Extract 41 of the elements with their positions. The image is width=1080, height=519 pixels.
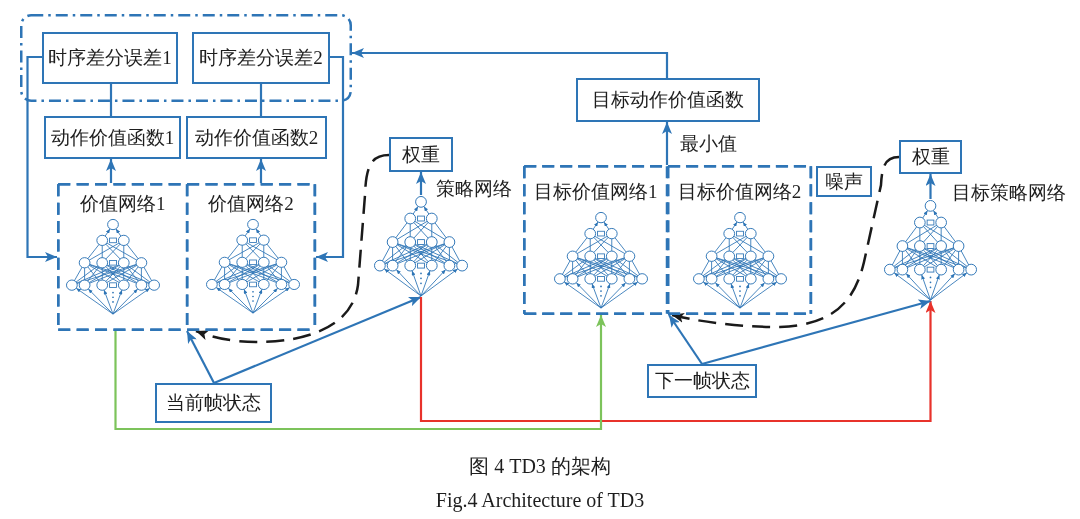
connector-line <box>259 84 263 116</box>
dashed-arrow <box>671 155 900 329</box>
panel-title: 价值网络1 <box>79 192 166 216</box>
process-box: 权重 <box>389 137 453 172</box>
arrow <box>925 174 936 199</box>
dashed-panel <box>666 165 812 315</box>
arrow <box>416 172 426 195</box>
arrow <box>662 122 672 165</box>
connector-line <box>109 84 113 116</box>
dash-dot-frame <box>20 14 352 102</box>
process-box: 动作价值函数1 <box>44 116 181 159</box>
dashed-panel <box>523 165 669 315</box>
process-box: 下一帧状态 <box>647 364 757 398</box>
arrow <box>186 330 215 384</box>
dashed-panel <box>185 183 316 331</box>
process-box: 权重 <box>899 140 962 174</box>
panel-title: 目标价值网络1 <box>533 180 658 204</box>
arrow <box>256 159 266 183</box>
panel-title: 价值网络2 <box>208 192 294 216</box>
process-box: 动作价值函数2 <box>186 116 327 159</box>
figure-caption: 图 4 TD3 的架构 <box>469 454 611 479</box>
arrow <box>26 55 57 262</box>
figure-caption: Fig.4 Architecture of TD3 <box>435 488 645 513</box>
arrow <box>106 159 116 183</box>
process-box: 目标动作价值函数 <box>576 78 760 122</box>
arrow <box>352 48 669 78</box>
arrow <box>419 297 936 423</box>
dashed-arrow <box>195 153 390 344</box>
panel-title: 目标价值网络2 <box>677 180 802 204</box>
arrow <box>701 299 931 366</box>
network-label: 策略网络 <box>436 177 512 201</box>
arrow <box>114 315 606 431</box>
process-box: 当前帧状态 <box>155 383 272 423</box>
process-box: 噪声 <box>816 166 872 197</box>
arrow <box>316 55 345 262</box>
edge-label: 最小值 <box>678 131 739 156</box>
process-box: 时序差分误差2 <box>192 32 330 84</box>
arrow <box>213 296 422 384</box>
network-label: 目标策略网络 <box>952 181 1066 205</box>
process-box: 时序差分误差1 <box>42 32 178 84</box>
arrow <box>668 314 703 365</box>
